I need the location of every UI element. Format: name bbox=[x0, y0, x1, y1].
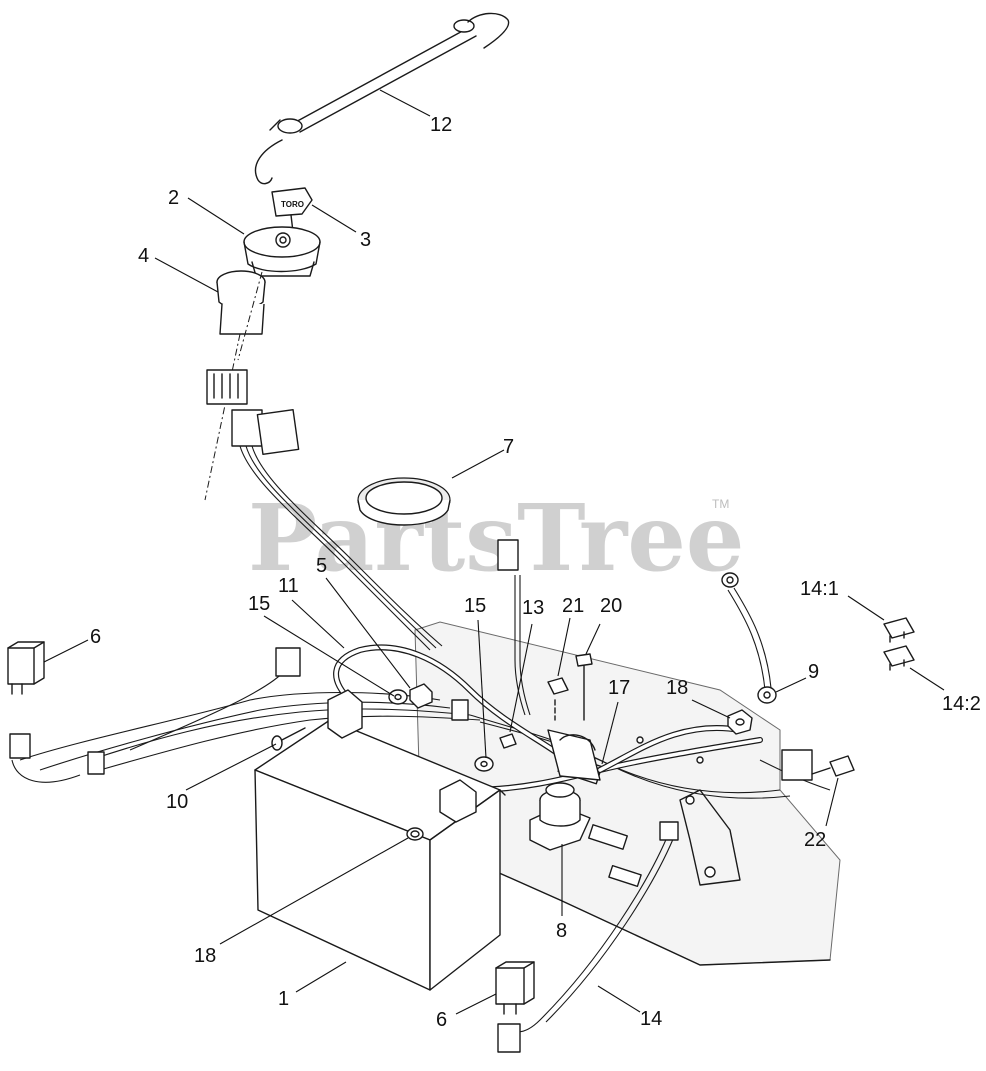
callout-7: 7 bbox=[503, 436, 514, 458]
callouts: 12 2 3 4 7 5 11 15 6 15 13 21 20 17 14:1… bbox=[90, 114, 981, 1031]
callout-14: 14 bbox=[640, 1008, 662, 1030]
ignition-key-3: TORO bbox=[271, 187, 313, 233]
callout-15-left: 15 bbox=[248, 593, 270, 615]
ignition-switch-2 bbox=[243, 226, 321, 277]
callout-6-bottom: 6 bbox=[436, 1009, 447, 1031]
harness-connectors bbox=[206, 369, 300, 456]
watermark-text: PartsTree bbox=[248, 484, 744, 592]
leader-lines bbox=[43, 89, 945, 1015]
callout-6-top: 6 bbox=[90, 626, 101, 648]
washers-15-5 bbox=[388, 683, 494, 772]
callout-15-right: 15 bbox=[464, 595, 486, 617]
callout-18-bottom: 18 bbox=[194, 945, 216, 967]
callout-10: 10 bbox=[166, 791, 188, 813]
callout-11: 11 bbox=[278, 575, 299, 597]
nut-18-top bbox=[727, 709, 753, 735]
battery-1 bbox=[254, 689, 506, 991]
callout-3: 3 bbox=[360, 229, 371, 251]
bolt-22 bbox=[811, 755, 855, 777]
ring-terminal-9 bbox=[721, 572, 777, 704]
watermark-trademark: TM bbox=[712, 497, 729, 511]
link-rod-12 bbox=[254, 12, 510, 185]
relay-6-top bbox=[7, 641, 45, 695]
solenoid-8 bbox=[529, 782, 591, 851]
callout-14-2: 14:2 bbox=[942, 693, 981, 715]
harness-plugs bbox=[9, 539, 813, 1053]
callout-8: 8 bbox=[556, 920, 567, 942]
fuse-14-1 bbox=[883, 617, 915, 643]
callout-17: 17 bbox=[608, 677, 630, 699]
relay-6-bottom bbox=[495, 961, 535, 1015]
callout-12: 12 bbox=[430, 114, 452, 136]
callout-4: 4 bbox=[138, 245, 149, 267]
callout-5: 5 bbox=[316, 555, 327, 577]
watermark: PartsTree TM bbox=[248, 484, 744, 592]
callout-2: 2 bbox=[168, 187, 179, 209]
battery-cable-negative bbox=[467, 725, 763, 793]
callout-22: 22 bbox=[804, 829, 826, 851]
fuse-14-2 bbox=[883, 645, 915, 671]
component-17 bbox=[547, 729, 601, 781]
bolt-10 bbox=[271, 727, 306, 751]
battery-cable-11 bbox=[333, 644, 563, 758]
callout-1: 1 bbox=[278, 988, 289, 1010]
cap-7 bbox=[357, 477, 451, 526]
callout-18-top: 18 bbox=[666, 677, 688, 699]
callout-9: 9 bbox=[808, 661, 819, 683]
callout-20: 20 bbox=[600, 595, 622, 617]
hardware-13-20-21 bbox=[499, 653, 593, 749]
key-tag-text: TORO bbox=[281, 200, 304, 209]
callout-21: 21 bbox=[562, 595, 584, 617]
callout-14-1: 14:1 bbox=[800, 578, 839, 600]
mounting-plate bbox=[414, 621, 841, 966]
pto-switch-4 bbox=[204, 270, 266, 501]
callout-13: 13 bbox=[522, 597, 544, 619]
